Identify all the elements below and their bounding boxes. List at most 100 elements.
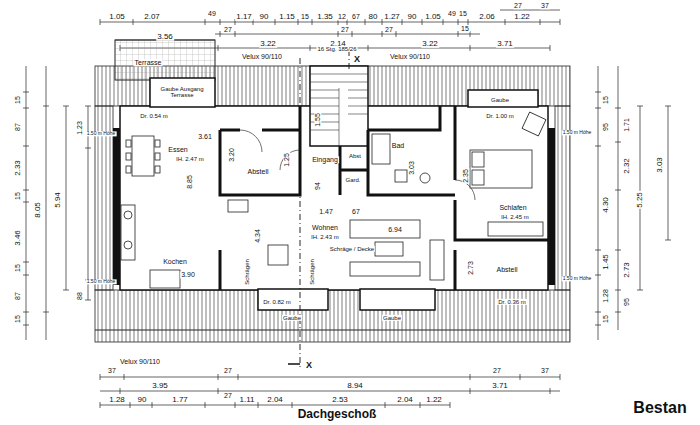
- dimension-value: 3.03: [408, 160, 415, 176]
- dimension-value: 3.03: [656, 156, 664, 174]
- dimension-value: 2.33: [14, 159, 22, 177]
- plan-label: Dr. 0.54 m: [139, 113, 169, 119]
- dimension-value: 4.30: [602, 196, 610, 214]
- dimension-value: 2.73: [623, 261, 631, 279]
- dimension-value: 15: [14, 95, 21, 105]
- dimension-value: 8.85: [186, 174, 193, 190]
- dimension-value: 88: [76, 291, 83, 301]
- plan-label: Velux 90/110: [389, 53, 431, 60]
- plan-label: 1.50 m Höhe: [562, 276, 593, 281]
- dimension-value: 2.35: [462, 168, 469, 184]
- dimension-value: 95: [623, 297, 630, 307]
- dimension-value: 27: [223, 392, 233, 399]
- dimension-value: 37: [107, 367, 117, 374]
- plan-label: Gaube: [490, 97, 510, 103]
- dimension-value: 27: [223, 26, 233, 33]
- plan-label: 1.50 m Höhe: [86, 279, 117, 284]
- plan-label: lH. 2.45 m: [500, 214, 529, 220]
- dimension-value: 15: [460, 25, 470, 32]
- plan-label: Velux 90/110: [241, 53, 283, 60]
- plan-label: Gaube: [382, 315, 402, 321]
- dimension-value: 2.04: [396, 396, 414, 404]
- plan-label: Kochen: [162, 258, 188, 265]
- plan-label: lH. 2.47 m: [175, 156, 204, 162]
- dimension-value: 3.95: [151, 382, 169, 390]
- dimension-value: 1.22: [425, 396, 443, 404]
- plan-label: Bestan: [632, 400, 687, 417]
- dimension-value: 5.25: [636, 191, 644, 209]
- dimension-value: 8.94: [346, 382, 364, 390]
- plan-label: Dr. 0.36 m: [497, 299, 527, 305]
- dimension-value: 49: [207, 10, 217, 17]
- dimension-value: 2.07: [143, 13, 161, 21]
- plan-label: Essen: [167, 146, 188, 153]
- dimension-value: 90: [259, 13, 270, 21]
- dimension-value: 12: [337, 13, 347, 20]
- plan-label: Gaube Ausgang Terrasse: [159, 86, 205, 99]
- dimension-value: 2.73: [467, 260, 474, 276]
- dimension-value: 1.23: [76, 120, 83, 136]
- dimension-value: 2.04: [266, 396, 284, 404]
- dimension-value: 1.77: [171, 396, 189, 404]
- dimension-value: 2.32: [623, 157, 631, 175]
- plan-label: Dr. 1.00 m: [485, 113, 515, 119]
- dimension-value: 1.45: [602, 253, 610, 271]
- dimension-value: 15: [14, 191, 21, 201]
- dimension-value: 15: [602, 95, 609, 105]
- plan-label: 1.50 m Höhe: [86, 131, 117, 136]
- plan-label: Schräge / Decke: [329, 246, 375, 252]
- dimension-value: 15: [458, 10, 468, 17]
- dimension-value: 27: [340, 26, 350, 33]
- plan-label: Schrägen: [244, 258, 250, 286]
- dimension-value: 3.46: [14, 229, 22, 247]
- dimension-value: 6.94: [387, 226, 403, 233]
- dimension-value: 1.11: [239, 396, 256, 404]
- dimension-value: 1.05: [424, 13, 442, 21]
- dimension-value: 1.71: [623, 117, 630, 133]
- plan-label: Velux 90/110: [119, 358, 161, 365]
- dimension-value: 15: [14, 314, 21, 324]
- dimension-value: 1.22: [513, 13, 531, 21]
- plan-label: Terrasse: [134, 59, 163, 66]
- dimension-value: 15: [602, 314, 609, 324]
- dimension-value: 3.61: [197, 133, 213, 140]
- plan-label: Abstell: [495, 266, 518, 273]
- dimension-value: 1.05: [108, 13, 126, 21]
- dimension-value: 37: [540, 367, 550, 374]
- plan-caption: Dachgeschoß: [297, 408, 378, 421]
- plan-label: 1.50 m Höhe: [562, 130, 593, 135]
- plan-label: Wohnen: [311, 224, 339, 231]
- dimension-value: 95: [602, 122, 609, 132]
- dimension-value: 87: [14, 122, 21, 132]
- dimension-value: 3.71: [491, 382, 509, 390]
- dimension-value: 1.28: [602, 288, 609, 304]
- dimension-value: 1.47: [318, 208, 334, 215]
- dimension-value: 90: [407, 13, 418, 21]
- dimension-value: 3.90: [180, 271, 196, 278]
- dimension-value: 15: [300, 13, 310, 20]
- plan-label: Schlafen: [498, 204, 527, 211]
- plan-label: Gaube: [282, 315, 302, 321]
- dimension-value: 8.05: [34, 201, 42, 219]
- dimension-value: 87: [14, 291, 21, 301]
- plan-label: Eingang: [311, 156, 339, 163]
- plan-label: Schrägen: [309, 258, 315, 286]
- dimension-value: 1.35: [316, 13, 334, 21]
- plan-label: X: [305, 361, 313, 370]
- dimension-value: 67: [351, 13, 361, 20]
- dimension-value: 15: [14, 263, 21, 273]
- dimension-value: 90: [137, 396, 148, 404]
- dimension-value: 3.20: [228, 147, 235, 163]
- plan-label: X: [353, 55, 361, 64]
- dimension-value: 2.53: [331, 396, 349, 404]
- dimension-value: 2.06: [478, 13, 496, 21]
- dimension-value: 1.15: [278, 13, 296, 21]
- plan-label: Bad: [391, 142, 405, 149]
- plan-label: 16 Stg. 185/26: [316, 46, 357, 52]
- dimension-value: 4.34: [254, 228, 261, 244]
- dimension-value: 80: [368, 13, 379, 21]
- dimension-value: 27: [492, 367, 502, 374]
- dimension-value: 3.71: [496, 40, 514, 48]
- plan-label: Abst: [348, 153, 362, 159]
